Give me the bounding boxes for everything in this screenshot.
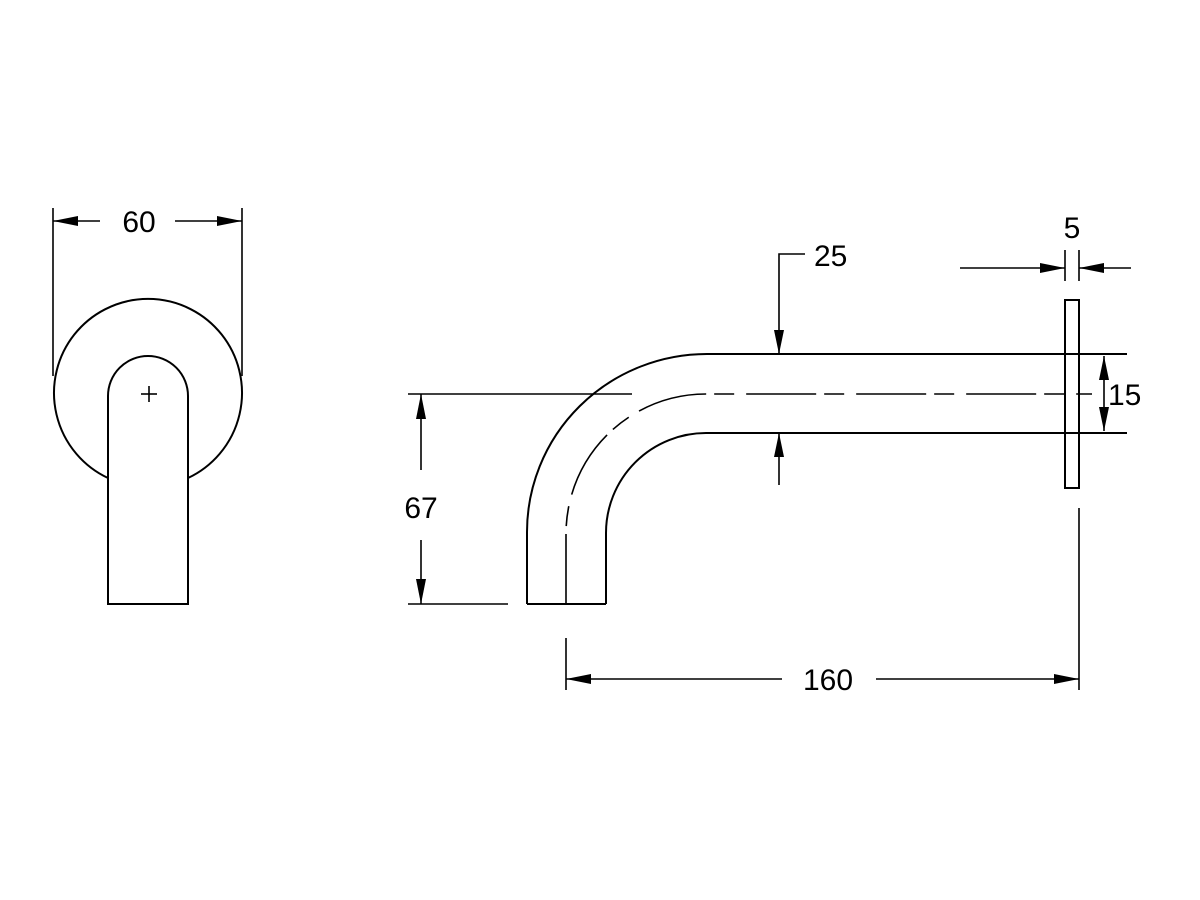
cover-plate-circle bbox=[53, 298, 243, 479]
arrowhead bbox=[416, 394, 426, 419]
arrowhead bbox=[566, 674, 591, 684]
dimension-60: 60 bbox=[122, 206, 155, 239]
arrowhead bbox=[774, 330, 784, 354]
front-view: 60 bbox=[52, 206, 243, 605]
wall-flange bbox=[1064, 299, 1080, 489]
side-view: 25 5 15 67 160 bbox=[404, 212, 1141, 697]
dimension-5: 5 bbox=[1064, 212, 1081, 245]
pipe-centerline bbox=[565, 393, 1092, 604]
arrowhead bbox=[53, 216, 78, 226]
arrowhead bbox=[416, 579, 426, 604]
arrowhead bbox=[1040, 263, 1065, 273]
arrowhead bbox=[1099, 356, 1109, 380]
arrowhead bbox=[774, 433, 784, 457]
dimension-15: 15 bbox=[1108, 379, 1141, 412]
leader-25 bbox=[778, 253, 805, 354]
dimension-67: 67 bbox=[404, 492, 437, 525]
dimension-160: 160 bbox=[803, 664, 853, 697]
arrowhead bbox=[217, 216, 242, 226]
center-cross-icon bbox=[141, 386, 157, 402]
handle-outline bbox=[107, 355, 189, 605]
pipe-inner-edge bbox=[605, 432, 1127, 604]
dimension-25: 25 bbox=[814, 240, 847, 273]
arrowhead bbox=[1054, 674, 1079, 684]
arrowhead bbox=[1099, 407, 1109, 431]
arrowhead bbox=[1079, 263, 1104, 273]
pipe-outer-edge bbox=[526, 353, 1127, 604]
